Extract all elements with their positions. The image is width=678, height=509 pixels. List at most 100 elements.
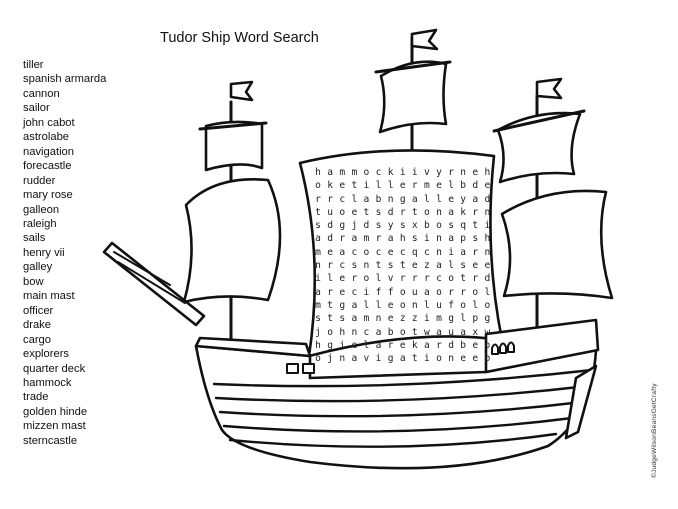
grid-letter: c <box>436 273 442 285</box>
grid-letter: e <box>387 313 394 325</box>
word-item: forecastle <box>23 160 72 173</box>
grid-letter: a <box>351 313 358 325</box>
grid-letter: i <box>339 339 346 351</box>
grid-letter: o <box>484 339 491 351</box>
grid-letter: q <box>460 220 467 232</box>
grid-letter: n <box>436 233 442 245</box>
grid-letter: x <box>411 220 418 232</box>
grid-letter: y <box>460 193 467 205</box>
grid-letter: e <box>411 260 418 272</box>
grid-letter: n <box>315 260 321 272</box>
grid-letter: c <box>339 260 346 272</box>
word-item: galleon <box>23 203 60 216</box>
grid-letter: o <box>399 299 406 311</box>
grid-letter: t <box>315 206 321 218</box>
grid-letter: u <box>327 206 334 218</box>
grid-letter: a <box>327 167 334 178</box>
grid-letter: a <box>460 246 467 258</box>
grid-letter: i <box>399 167 406 178</box>
grid-letter: g <box>339 299 346 311</box>
word-item: cargo <box>23 333 51 346</box>
stern-castle <box>484 318 600 374</box>
grid-letter: o <box>472 286 479 298</box>
grid-letter: r <box>448 286 454 298</box>
grid-letter: c <box>375 246 382 258</box>
word-item: sails <box>23 232 46 245</box>
grid-letter: l <box>484 286 491 298</box>
grid-letter: d <box>327 233 334 245</box>
grid-letter: r <box>315 193 321 205</box>
grid-letter: l <box>363 339 370 351</box>
grid-letter: n <box>387 193 394 205</box>
word-item: spanish armarda <box>23 73 107 86</box>
grid-letter: a <box>424 286 430 298</box>
word-item: mizzen mast <box>23 420 86 433</box>
word-item: rudder <box>23 174 56 187</box>
grid-letter: a <box>351 299 358 311</box>
grid-letter: n <box>448 353 454 365</box>
grid-letter: l <box>436 193 442 205</box>
grid-letter: l <box>472 299 479 311</box>
grid-letter: s <box>315 220 321 232</box>
grid-letter: l <box>387 180 394 192</box>
word-item: john cabot <box>23 116 75 129</box>
grid-letter: e <box>472 339 479 351</box>
grid-letter: r <box>472 246 479 258</box>
grid-letter: r <box>448 167 454 178</box>
grid-letter: a <box>411 193 418 205</box>
grid-letter: p <box>460 233 467 245</box>
word-item: drake <box>23 319 51 332</box>
grid-letter: m <box>351 167 358 178</box>
grid-letter: y <box>436 167 442 178</box>
grid-letter: y <box>387 220 394 232</box>
yards <box>198 60 586 133</box>
grid-letter: w <box>424 326 430 338</box>
grid-letter: m <box>363 313 370 325</box>
grid-letter: r <box>399 206 406 218</box>
grid-letter: p <box>472 313 479 325</box>
grid-letter: t <box>411 353 418 365</box>
grid-letter: o <box>363 273 370 285</box>
grid-letter: e <box>472 353 479 365</box>
grid-letter: o <box>448 273 454 285</box>
grid-letter: u <box>448 326 454 338</box>
grid-letter: o <box>436 220 442 232</box>
grid-letter: r <box>472 273 479 285</box>
grid-letter: o <box>484 299 491 311</box>
grid-letter: t <box>327 299 334 311</box>
grid-letter: q <box>411 246 418 258</box>
grid-letter: t <box>363 206 370 218</box>
grid-letter: t <box>460 273 467 285</box>
grid-letter: s <box>351 260 358 272</box>
grid-letter: r <box>472 206 479 218</box>
grid-letter: l <box>448 180 454 192</box>
grid-letter: f <box>387 286 394 298</box>
grid-letter: a <box>351 353 358 365</box>
copyright-credit: ©JudgeWilsonBeansGetCrafty <box>651 383 658 478</box>
grid-letter: i <box>363 180 370 192</box>
hull-planks <box>212 368 594 448</box>
grid-letter: r <box>460 286 467 298</box>
grid-letter: t <box>327 313 334 325</box>
grid-letter: n <box>436 206 442 218</box>
word-item: hammock <box>23 376 72 389</box>
grid-letter: r <box>411 180 418 192</box>
grid-letter: e <box>387 246 394 258</box>
grid-letter: a <box>424 339 430 351</box>
word-item: mary rose <box>23 189 73 202</box>
grid-letter: c <box>351 246 358 258</box>
grid-letter: c <box>424 246 430 258</box>
grid-letter: k <box>327 180 334 192</box>
grid-letter: r <box>411 273 418 285</box>
